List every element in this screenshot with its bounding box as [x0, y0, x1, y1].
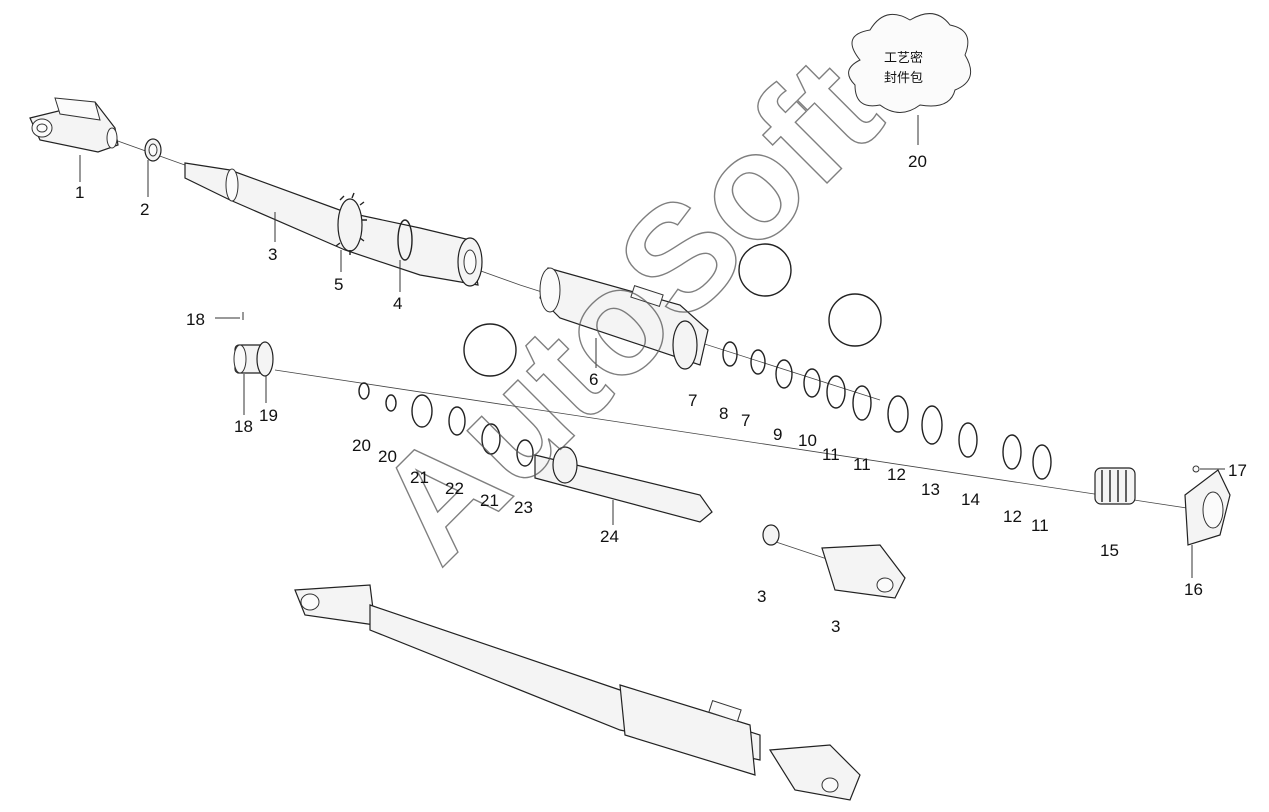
- watermark: AutoSoft: [344, 26, 910, 592]
- bushing-part-19: [233, 312, 274, 377]
- end-cap-part-16: [1184, 465, 1231, 546]
- leader-lines: [79, 155, 1225, 578]
- seal-kit-line-2: 封件包: [884, 71, 923, 86]
- clevis-part-1: [29, 97, 119, 153]
- detail-magnifiers: [463, 243, 882, 377]
- callout-11c: 11: [1031, 516, 1049, 535]
- callout-16: 16: [1184, 580, 1203, 599]
- seal-rings: [358, 341, 1052, 480]
- callout-18: 18: [234, 417, 253, 436]
- callout-7b: 7: [741, 411, 750, 430]
- callout-19: 19: [259, 406, 278, 425]
- callout-1: 1: [75, 183, 84, 202]
- callout-11b: 11: [853, 455, 871, 474]
- gear-part-5: [335, 192, 367, 255]
- callout-23: 23: [514, 498, 533, 517]
- barrel-part-6: [539, 267, 709, 370]
- callout-7a: 7: [688, 391, 697, 410]
- callout-4: 4: [393, 294, 402, 313]
- callout-20-kit: 20: [908, 152, 927, 171]
- callout-3: 3: [268, 245, 277, 264]
- piston-rod-part-24: [534, 446, 713, 523]
- seal-kit-cloud: 工艺密 封件包: [848, 13, 972, 145]
- seal-kit-line-1: 工艺密: [884, 50, 923, 66]
- callout-3-nut: 3: [757, 587, 766, 606]
- callout-10: 10: [798, 431, 817, 450]
- callout-6: 6: [589, 370, 598, 389]
- callout-20a: 20: [352, 436, 371, 455]
- callout-12b: 12: [1003, 507, 1022, 526]
- callout-18-pin: 18: [186, 310, 205, 329]
- callout-13: 13: [921, 480, 940, 499]
- callout-17: 17: [1228, 461, 1247, 480]
- callout-22: 22: [445, 479, 464, 498]
- callout-21b: 21: [480, 491, 499, 510]
- callout-24: 24: [600, 527, 619, 546]
- nut-part-2: [144, 138, 162, 162]
- callout-20b: 20: [378, 447, 397, 466]
- rod-part-3: [184, 162, 483, 287]
- callout-labels: 1 2 3 5 4 20 18 18 19 6 7 8 7 9 10 11 11…: [75, 152, 1247, 636]
- callout-21a: 21: [410, 468, 429, 487]
- assembled-cylinder: [294, 584, 861, 801]
- callout-3-clevis: 3: [831, 617, 840, 636]
- lower-clevis-part-3: [762, 524, 906, 599]
- callout-5: 5: [334, 275, 343, 294]
- callout-8: 8: [719, 404, 728, 423]
- callout-9: 9: [773, 425, 782, 444]
- callout-15: 15: [1100, 541, 1119, 560]
- callout-12a: 12: [887, 465, 906, 484]
- gland-part-15: [1094, 467, 1136, 505]
- callout-14: 14: [961, 490, 980, 509]
- callout-2: 2: [140, 200, 149, 219]
- snap-ring-part-4: [397, 219, 413, 261]
- callout-11a: 11: [822, 445, 840, 464]
